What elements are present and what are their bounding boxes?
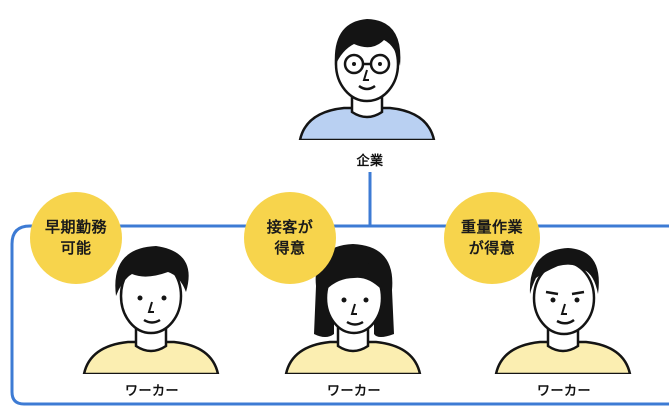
worker-1-trait-line1: 早期勤務 [44,218,107,236]
worker-1-trait-line2: 可能 [60,239,92,257]
worker-3-person-icon [494,248,632,374]
worker-2-person-icon [284,244,422,374]
workers-group-frame [10,224,669,406]
worker-2-trait-bubble: 接客が 得意 [244,192,336,284]
worker-1-label: ワーカー [124,384,180,399]
company-person-icon [298,19,436,140]
company-label: 企業 [356,154,384,169]
worker-3-trait-line1: 重量作業 [460,218,523,236]
worker-3-trait-line2: が得意 [468,239,516,257]
worker-2-trait-line1: 接客が [266,218,314,236]
worker-1-trait-bubble: 早期勤務 可能 [30,192,122,284]
worker-3-label: ワーカー [536,384,592,399]
worker-1-person-icon [82,246,220,374]
worker-3-trait-bubble: 重量作業 が得意 [444,192,540,284]
worker-2-trait-line2: 得意 [274,239,306,257]
worker-2-label: ワーカー [326,384,382,399]
